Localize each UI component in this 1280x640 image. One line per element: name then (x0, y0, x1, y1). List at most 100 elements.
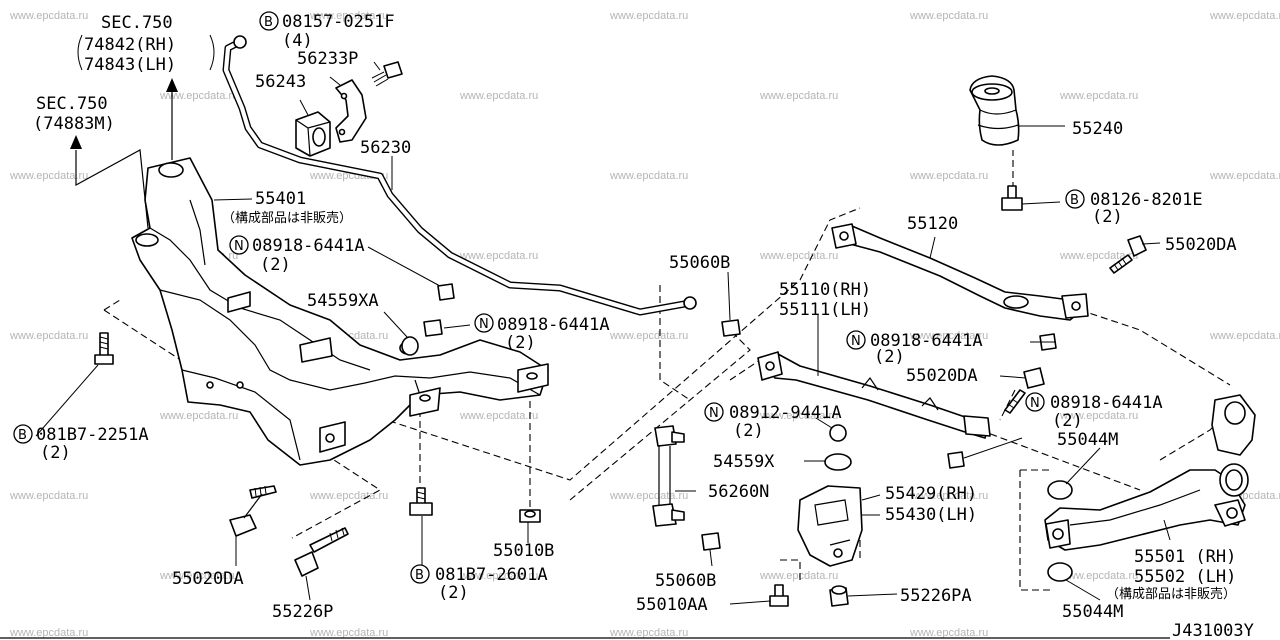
label-55401[interactable]: 55401 (255, 189, 306, 209)
nut-08918-6441a-lateral (947, 451, 965, 469)
sec-part: (74883M) (33, 114, 115, 134)
label-08918-6441a[interactable]: 08918-6441A (870, 331, 983, 351)
label-55120[interactable]: 55120 (907, 214, 958, 234)
nut-08918-6441a-center (423, 319, 443, 337)
stabilizer-connecting-rod (652, 425, 685, 527)
label-qty: (4) (282, 31, 313, 51)
label-qty: (2) (874, 347, 905, 367)
label-56230[interactable]: 56230 (360, 138, 411, 158)
label-56233p[interactable]: 56233P (297, 49, 358, 69)
label-08918-6441a[interactable]: 08918-6441A (1050, 393, 1163, 413)
label-qty: (2) (1052, 411, 1083, 431)
label-081b7-2601a[interactable]: 081B7-2601A (435, 565, 548, 585)
label-54559xa[interactable]: 54559XA (307, 291, 379, 311)
label-55020da[interactable]: 55020DA (1165, 235, 1237, 255)
dash-line (1019, 469, 1050, 591)
watermark: www.epcdata.ru (909, 627, 988, 639)
sec-reference-lower: SEC.750 (74883M) (33, 94, 115, 134)
bolt-55226pa (829, 585, 849, 607)
watermark: www.epcdata.ru (459, 90, 538, 102)
sec-arrows (70, 78, 178, 229)
nut-badge-letter: N (709, 406, 719, 421)
sec-title: SEC.750 (101, 13, 173, 33)
label-55110[interactable]: 55110(RH) (779, 280, 871, 300)
nut-badge-icon (704, 402, 724, 422)
label-55430[interactable]: 55430(LH) (885, 505, 977, 525)
watermark: www.epcdata.ru (9, 10, 88, 22)
watermark: www.epcdata.ru (759, 570, 838, 582)
bolt-55020da-lateral (1004, 367, 1045, 414)
bolt-badge-letter: B (18, 428, 27, 443)
label-55240[interactable]: 55240 (1072, 119, 1123, 139)
watermark: www.epcdata.ru (1209, 330, 1280, 342)
nut-08918-6441a-left (437, 283, 455, 301)
dash-line (294, 207, 861, 481)
label-56243[interactable]: 56243 (255, 72, 306, 92)
label-55060b[interactable]: 55060B (669, 253, 730, 273)
label-08912-9441a[interactable]: 08912-9441A (729, 403, 842, 423)
label-55020da[interactable]: 55020DA (172, 569, 244, 589)
label-55429[interactable]: 55429(RH) (885, 484, 977, 504)
label-qty: (2) (260, 255, 291, 275)
label-55226p[interactable]: 55226P (272, 602, 333, 622)
rear-suspension-member (131, 157, 549, 466)
nut-08912-9441a (829, 424, 847, 442)
dash-line (1079, 309, 1231, 386)
label-55111[interactable]: 55111(LH) (779, 300, 871, 320)
sec-part-rh: 74842(RH) (84, 35, 176, 55)
watermark: www.epcdata.ru (159, 570, 238, 582)
watermark: www.epcdata.ru (159, 90, 238, 102)
label-qty: (2) (505, 333, 536, 353)
label-qty: (2) (438, 583, 469, 603)
watermark: www.epcdata.ru (1059, 410, 1138, 422)
bolt-08126-8201e (1001, 185, 1023, 211)
watermark: www.epcdata.ru (1059, 250, 1138, 262)
stabilizer-bar (222, 35, 697, 316)
label-54559x[interactable]: 54559X (713, 452, 775, 472)
label-55226pa[interactable]: 55226PA (900, 586, 972, 606)
label-55060b[interactable]: 55060B (655, 571, 716, 591)
label-55020da[interactable]: 55020DA (906, 366, 978, 386)
label-56260n[interactable]: 56260N (708, 482, 769, 502)
watermark: www.epcdata.ru (909, 10, 988, 22)
label-08126-8201e[interactable]: 08126-8201E (1090, 190, 1203, 210)
watermark: www.epcdata.ru (9, 170, 88, 182)
label-55044m[interactable]: 55044M (1062, 602, 1123, 622)
label-55502[interactable]: 55502 (LH) (1134, 567, 1236, 587)
watermark: www.epcdata.ru (159, 410, 238, 422)
watermark: www.epcdata.ru (309, 627, 388, 639)
watermark: www.epcdata.ru (759, 90, 838, 102)
watermark: www.epcdata.ru (459, 250, 538, 262)
bolt-081b7-2601a (409, 487, 433, 516)
label-081b7-2251a[interactable]: 081B7-2251A (36, 425, 149, 445)
watermark: www.epcdata.ru (459, 410, 538, 422)
nut-badge-letter: N (1030, 396, 1040, 411)
label-08157-0251f[interactable]: 08157-0251F (282, 12, 395, 32)
nut-badge-letter: N (234, 239, 244, 254)
label-08918-6441a[interactable]: 08918-6441A (252, 236, 365, 256)
dash-line (659, 285, 691, 401)
bolt-badge-icon (1065, 189, 1085, 209)
watermark: www.epcdata.ru (309, 10, 388, 22)
nut-badge-icon (1025, 392, 1045, 412)
label-55501[interactable]: 55501 (RH) (1134, 547, 1236, 567)
bolt-55226p (294, 527, 349, 577)
bolt-55010aa (769, 584, 789, 607)
label-08918-6441a[interactable]: 08918-6441A (497, 315, 610, 335)
watermark: www.epcdata.ru (759, 250, 838, 262)
label-55044m[interactable]: 55044M (1057, 430, 1118, 450)
label-55010aa[interactable]: 55010AA (636, 595, 708, 615)
watermark: www.epcdata.ru (9, 490, 88, 502)
bushing-55044m-bottom (1047, 562, 1073, 582)
label-55010b[interactable]: 55010B (493, 541, 554, 561)
watermark: www.epcdata.ru (1059, 570, 1138, 582)
dash-line (569, 329, 751, 501)
watermark: www.epcdata.ru (909, 330, 988, 342)
upper-link (831, 223, 1089, 321)
watermark: www.epcdata.ru (1059, 90, 1138, 102)
watermark: www.epcdata.ru (1209, 10, 1280, 22)
nut-badge-icon (229, 235, 249, 255)
sec-title: SEC.750 (36, 94, 108, 114)
watermark: www.epcdata.ru (909, 170, 988, 182)
